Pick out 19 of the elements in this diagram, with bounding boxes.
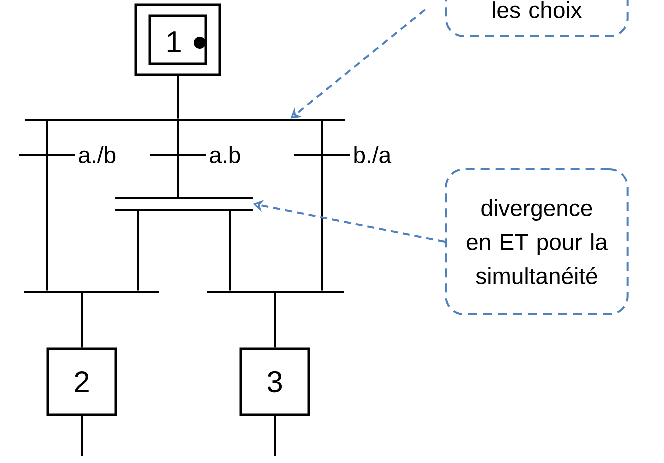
connection-line [81, 416, 83, 456]
connection-line [137, 210, 139, 291]
connection-line [46, 121, 48, 291]
connection-line [177, 76, 179, 119]
connection-line [177, 121, 179, 198]
edge-label: a./b [79, 146, 116, 164]
connection-line [81, 293, 83, 348]
initial-step-box: 1 [134, 4, 222, 76]
edge-label: a.b [210, 146, 240, 164]
double-sync-bar [115, 197, 253, 211]
step-box: 3 [240, 348, 310, 416]
callout-box: divergence en ET pour la simultanéité [445, 168, 629, 316]
edge-label: b./a [354, 146, 392, 164]
step-box: 2 [46, 348, 118, 416]
connection-line [321, 121, 323, 291]
connection-line [274, 293, 276, 348]
callout-box: les choix [445, 0, 629, 38]
connection-line [274, 416, 276, 456]
connection-line [229, 210, 231, 291]
